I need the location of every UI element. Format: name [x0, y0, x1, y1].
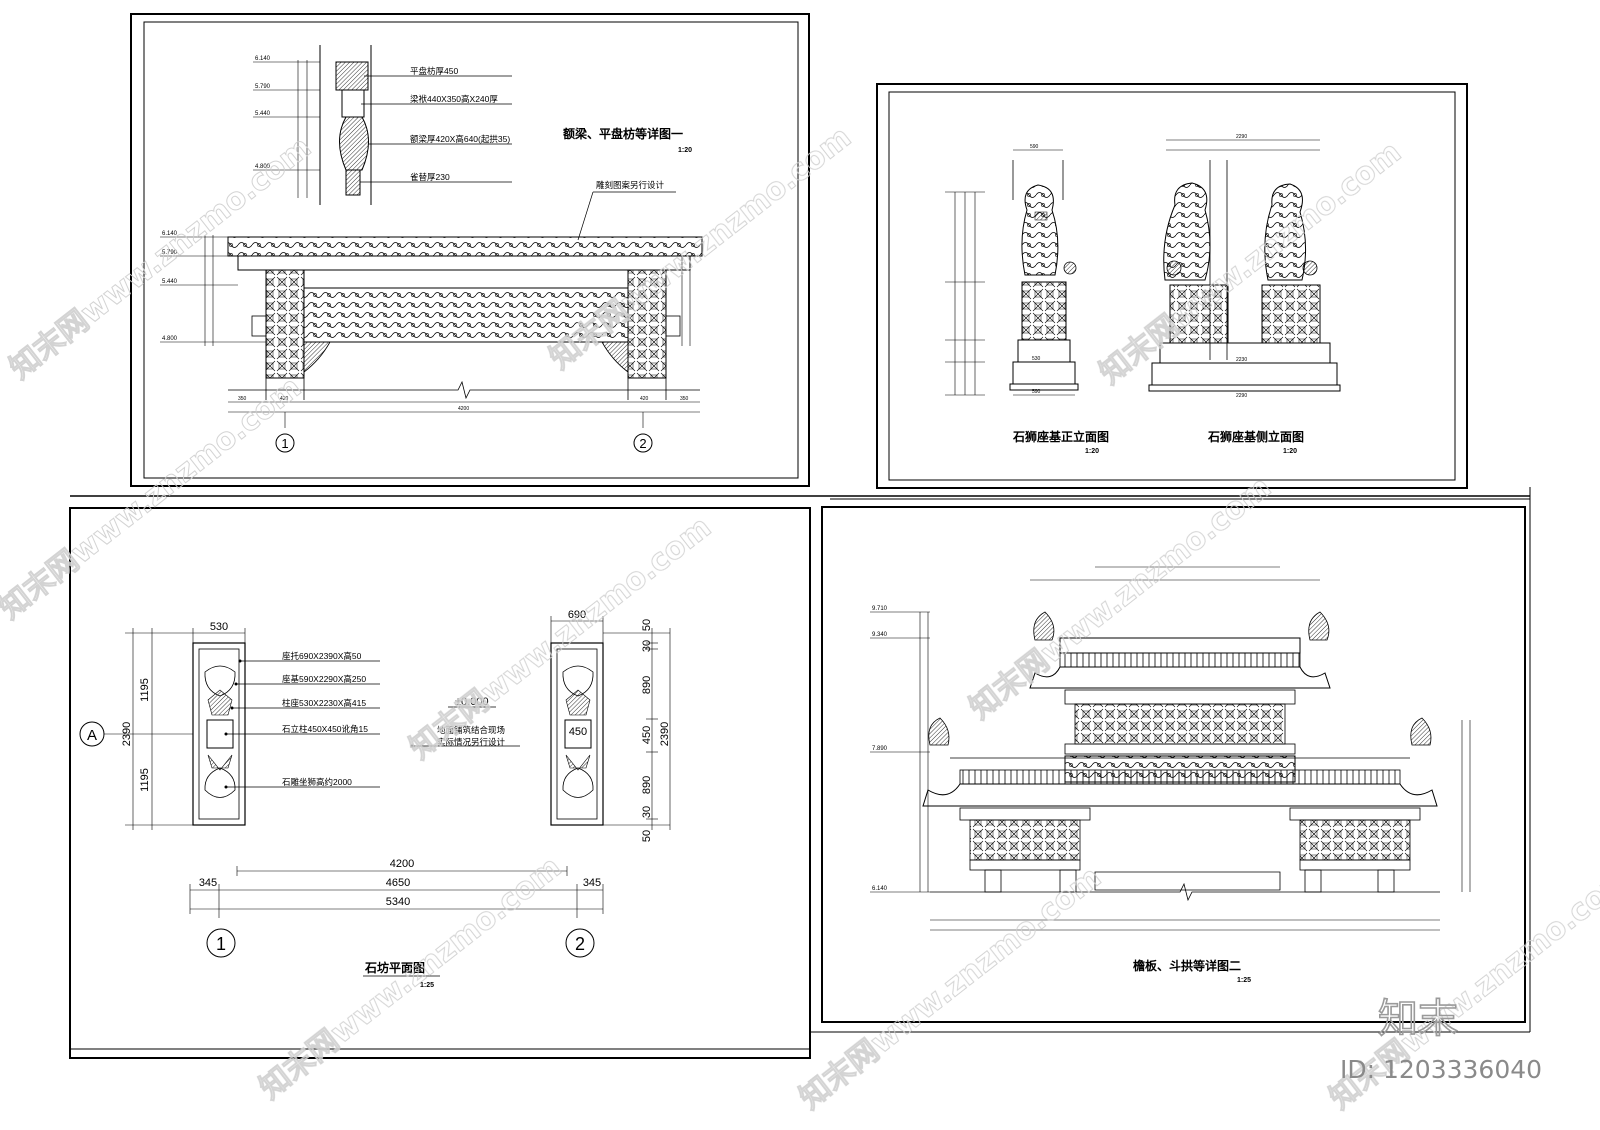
- detail1-title: 额梁、平盘枋等详图一: [563, 126, 683, 141]
- brand-logo: 知末: [1378, 996, 1458, 1042]
- lion-front-scale: 1:20: [1085, 448, 1099, 455]
- dim-4200: 4200: [458, 406, 469, 412]
- level-6140-a: 6.140: [255, 56, 271, 62]
- dim-420-right: 420: [640, 396, 649, 402]
- panel-plan: 座托690X2390X高50 座基590X2290X高250 柱座530X223…: [69, 507, 811, 1059]
- dim-1195-bottom: 1195: [139, 768, 151, 792]
- level-5440-b: 5.440: [162, 279, 178, 285]
- lion-side-scale: 1:20: [1283, 448, 1297, 455]
- note-stone-lion: 石雕坐狮高约2000: [282, 777, 352, 787]
- lion-side-dim-2230: 2230: [1236, 357, 1247, 363]
- lion-front-title: 石狮座基正立面图: [1012, 429, 1109, 444]
- lion-front-dim-530: 530: [1032, 356, 1041, 362]
- watermark-4: 知末网www.znzmo.com: [0, 370, 308, 627]
- ground-note-1: 地面铺筑结合现场: [437, 725, 505, 735]
- detail2-title: 檐板、斗拱等详图二: [1133, 958, 1241, 973]
- beam-section: 平盘枋厚450 梁袱440X350高X240厚 额梁厚420X高640(起拱35…: [253, 45, 512, 205]
- dim-420-left: 420: [280, 396, 289, 402]
- level-9710: 9.710: [872, 606, 888, 612]
- dim-530: 530: [210, 621, 228, 633]
- level-4800-a: 4.800: [255, 164, 271, 170]
- dim-50-bottom: 50: [641, 830, 653, 842]
- dim-345-left: 345: [199, 877, 217, 889]
- dim-345-right: 345: [583, 877, 601, 889]
- ground-level: ±0.000: [455, 696, 489, 708]
- plan-title: 石坊平面图: [364, 960, 425, 975]
- watermarks: 知末网www.znzmo.com 知末网www.znzmo.com 知末网www…: [0, 119, 1600, 1117]
- axis-1-label-plan: 1: [216, 934, 226, 954]
- axis-2-label-top: 2: [639, 436, 646, 451]
- archway-elevation-1: [227, 236, 703, 400]
- lion-front-dim-590: 590: [1032, 389, 1041, 395]
- note-beam-pad: 梁袱440X350高X240厚: [410, 94, 498, 104]
- ground-note-2: 实际情况另行设计: [437, 737, 506, 747]
- dim-4650: 4650: [386, 877, 410, 889]
- dim-1195-top: 1195: [139, 678, 151, 702]
- image-id: ID: 1203336040: [1340, 1055, 1542, 1084]
- dim-350-left: 350: [238, 396, 247, 402]
- note-column-base: 柱座530X2230X高415: [282, 698, 366, 708]
- axis-2-marker-top: [633, 433, 653, 453]
- level-5790-b: 5.790: [162, 250, 178, 256]
- dim-4200-plan: 4200: [390, 858, 414, 870]
- panel-detail-1: 平盘枋厚450 梁袱440X350高X240厚 额梁厚420X高640(起拱35…: [130, 13, 810, 487]
- dim-30-bottom: 30: [641, 806, 653, 818]
- dim-890-bottom: 890: [641, 776, 653, 794]
- dim-350-right: 350: [680, 396, 689, 402]
- level-6140-c: 6.140: [872, 886, 888, 892]
- dim-5340: 5340: [386, 896, 410, 908]
- dim-450: 450: [569, 726, 587, 738]
- axis-a-label: A: [87, 727, 97, 744]
- level-4800-b: 4.800: [162, 336, 178, 342]
- dim-30-top: 30: [641, 640, 653, 652]
- axis-2-label-plan: 2: [575, 934, 585, 954]
- lion-side-elevation: [1148, 139, 1341, 392]
- note-bracket: 雀替厚230: [410, 172, 450, 182]
- dim-890-top: 890: [641, 676, 653, 694]
- note-flat-beam: 平盘枋厚450: [410, 66, 458, 76]
- dim-450-mid: 450: [641, 726, 653, 744]
- note-seat-holder: 座托690X2390X高50: [282, 651, 362, 661]
- archway-elevation-2: [922, 611, 1440, 902]
- level-5790-a: 5.790: [255, 84, 271, 90]
- axis-1-marker-top: [275, 433, 295, 453]
- axis-1-marker-plan: [206, 928, 236, 958]
- note-stone-column: 石立柱450X450讹角15: [282, 724, 368, 734]
- detail2-scale: 1:25: [1237, 977, 1251, 984]
- watermark-3: 知末网www.znzmo.com: [1093, 135, 1408, 392]
- detail1-scale: 1:20: [678, 147, 692, 154]
- lion-front-top-dim: 590: [1030, 144, 1039, 150]
- lion-front-elevation: [1009, 149, 1079, 396]
- level-5440-a: 5.440: [255, 111, 271, 117]
- axis-2-marker-plan: [565, 928, 595, 958]
- plan-pier-right: [550, 642, 604, 826]
- note-lintel: 额梁厚420X高640(起拱35): [410, 134, 510, 144]
- lion-side-dim-2290: 2290: [1236, 393, 1247, 399]
- lion-side-title: 石狮座基侧立面图: [1207, 429, 1304, 444]
- watermark-7: 知末网www.znzmo.com: [253, 850, 568, 1107]
- note-carving: 雕刻图案另行设计: [596, 180, 665, 190]
- level-7890: 7.890: [872, 746, 888, 752]
- lion-side-top-dim: 2290: [1236, 134, 1247, 140]
- panel-detail-2: 9.710 9.340 7.890 6.140 檐板、斗拱等详图二 1:25: [810, 487, 1531, 1033]
- note-seat-base: 座基590X2290X高250: [282, 674, 366, 684]
- dim-2390-left: 2390: [121, 722, 133, 746]
- plan-scale: 1:25: [420, 982, 434, 989]
- panel-lion-base: 590 530 590 2290 2230 2290 石狮座基正立面图 1:20…: [876, 83, 1468, 489]
- level-6140-b: 6.140: [162, 231, 178, 237]
- dim-690: 690: [568, 609, 586, 621]
- axis-1-label-top: 1: [281, 436, 288, 451]
- dim-50-top: 50: [641, 619, 653, 631]
- watermark-8: 知末网www.znzmo.com: [793, 860, 1108, 1117]
- level-9340: 9.340: [872, 632, 888, 638]
- dim-2390-right: 2390: [659, 722, 671, 746]
